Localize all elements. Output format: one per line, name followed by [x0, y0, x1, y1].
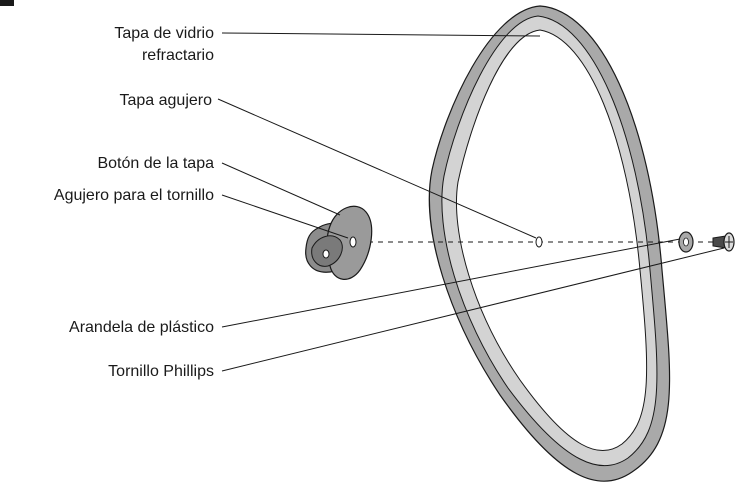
leader-tapa-agujero [217, 98, 537, 239]
label-agujero-tornillo: Agujero para el tornillo [54, 187, 214, 204]
leader-tornillo [221, 247, 725, 372]
leader-tapa-vidrio [221, 32, 541, 37]
leader-agujero-tornillo [221, 194, 349, 239]
glass-lid [428, 5, 671, 482]
leader-boton-tapa [221, 162, 341, 216]
label-tapa-vidrio-2: refractario [142, 47, 214, 64]
phillips-screw [712, 232, 735, 252]
lid-knob [305, 205, 373, 280]
label-tapa-agujero: Tapa agujero [119, 92, 212, 109]
washer-hole [683, 237, 689, 247]
label-tornillo: Tornillo Phillips [108, 363, 214, 380]
knob-base-hole [322, 249, 330, 259]
label-tapa-vidrio-1: Tapa de vidrio [114, 25, 214, 42]
plastic-washer [678, 231, 694, 253]
lid-hole [535, 236, 543, 248]
label-boton-tapa: Botón de la tapa [97, 155, 214, 172]
knob-screw-hole [349, 236, 357, 248]
leader-arandela [221, 238, 681, 328]
glass-lid-inner-edge [455, 29, 648, 452]
corner-mark [0, 0, 14, 6]
label-arandela: Arandela de plástico [69, 319, 214, 336]
